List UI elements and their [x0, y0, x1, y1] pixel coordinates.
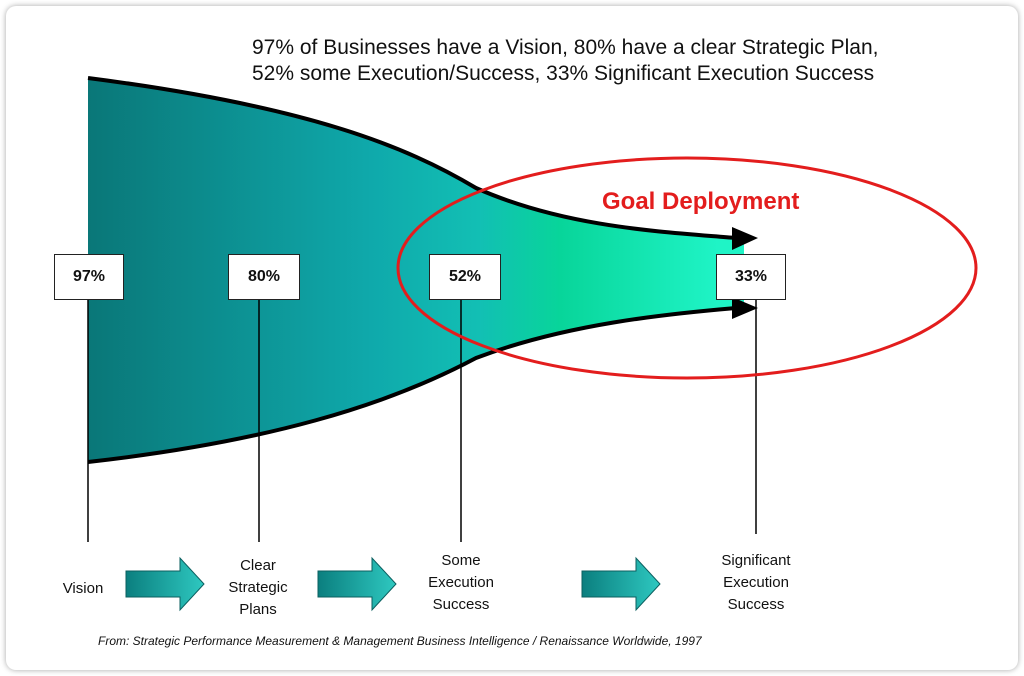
stage-label-significant: Significant Execution Success — [721, 552, 791, 613]
funnel-diagram — [87, 76, 978, 612]
percent-box-plans: 80% — [228, 254, 300, 300]
arrowhead-bottom-icon — [732, 297, 758, 319]
goal-deployment-ellipse — [396, 156, 978, 380]
source-citation: From: Strategic Performance Measurement … — [98, 634, 702, 648]
percent-box-significant: 33% — [716, 254, 786, 300]
funnel-shape — [88, 78, 744, 462]
stage-arrow-1-icon — [125, 556, 205, 612]
stage-label-some-execution: Some Execution Success — [428, 552, 494, 613]
percent-box-some-execution: 52% — [429, 254, 501, 300]
stage-arrow-2-icon — [317, 556, 397, 612]
title-line-1: 97% of Businesses have a Vision, 80% hav… — [252, 36, 879, 59]
funnel-bottom-edge — [87, 306, 737, 464]
percent-box-vision: 97% — [54, 254, 124, 300]
stage-arrow-3-icon — [581, 556, 661, 612]
goal-deployment-label: Goal Deployment — [602, 188, 800, 215]
slide: 97% of Businesses have a Vision, 80% hav… — [6, 6, 1018, 670]
funnel-top-edge — [87, 76, 737, 240]
title-line-2: 52% some Execution/Success, 33% Signific… — [252, 62, 875, 85]
arrowhead-top-icon — [732, 227, 758, 250]
stage-label-plans: Clear Strategic Plans — [228, 557, 288, 618]
stage-label-vision: Vision — [62, 580, 104, 597]
